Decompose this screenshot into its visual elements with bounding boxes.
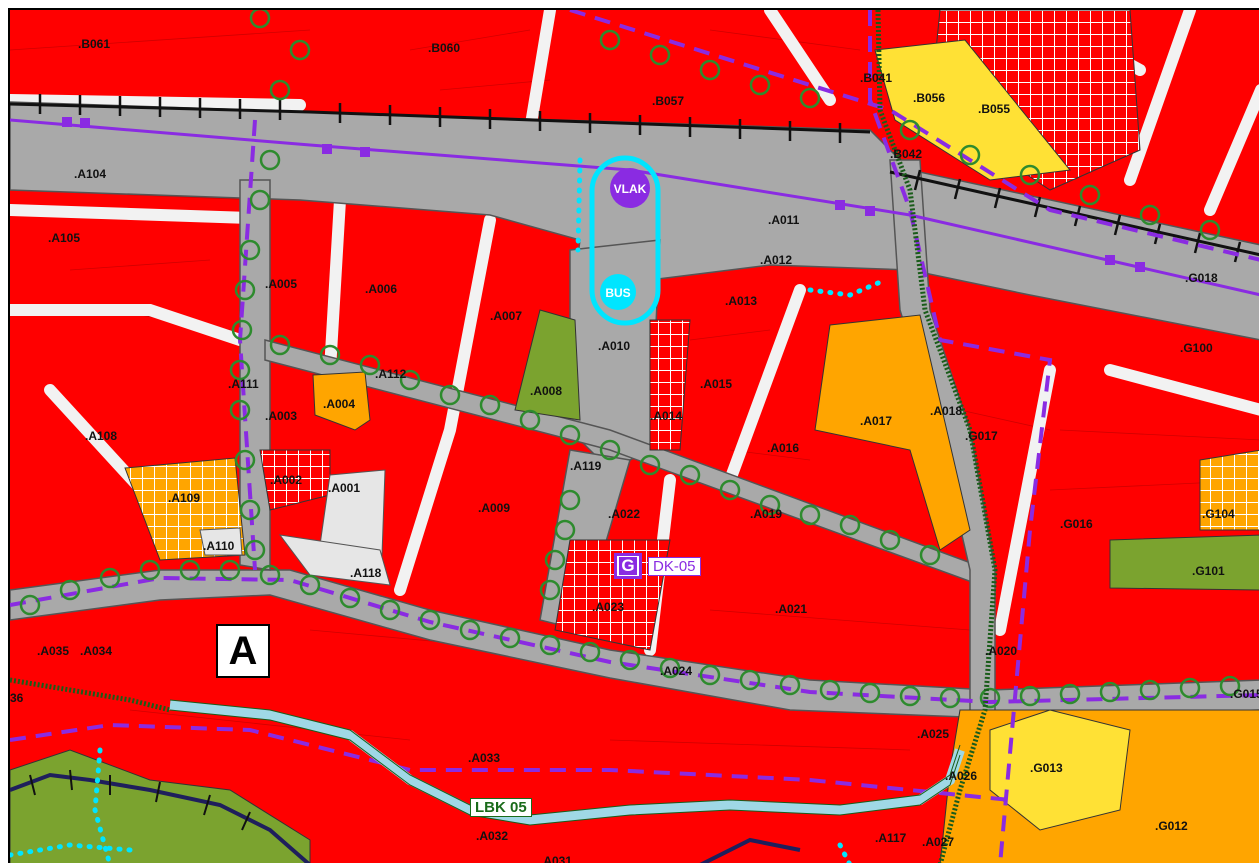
parcel-label: .B055 <box>978 102 1010 116</box>
parcel-label: .A008 <box>530 384 562 398</box>
parcel-label: .A014 <box>650 409 682 423</box>
parcel-label: .B041 <box>860 71 892 85</box>
parcel-label: .B042 <box>890 147 922 161</box>
parcel-label: .G104 <box>1202 507 1235 521</box>
zone-g101 <box>1109 534 1259 591</box>
parcel-label: .A013 <box>725 294 757 308</box>
zone-marker: A <box>216 624 270 678</box>
parcel-label: .G017 <box>965 429 998 443</box>
parcel-label: .B057 <box>652 94 684 108</box>
parcel-label: .G013 <box>1030 761 1063 775</box>
parcel-label: .A009 <box>478 501 510 515</box>
transit-hub-outline <box>589 155 661 326</box>
parcel-label: .A024 <box>660 664 692 678</box>
zone-a004 <box>312 371 371 431</box>
lbk-label: LBK 05 <box>470 798 532 817</box>
parcel-label: .A027 <box>922 835 954 849</box>
parcel-label: .A023 <box>592 600 624 614</box>
parcel-label: .A119 <box>570 459 602 473</box>
parcel-label: 36 <box>10 691 24 705</box>
lower-boundary <box>10 772 801 863</box>
parcel-label: .A016 <box>767 441 799 455</box>
map-svg: VLAK BUS .B061 .B060 .B057 .B041 .B056 .B055.… <box>10 10 1259 863</box>
parcel-label: .A118 <box>350 566 382 580</box>
train-station-marker[interactable]: VLAK <box>610 168 650 208</box>
parcel-label: .A011 <box>768 213 800 227</box>
lower-boundary-ticks <box>29 769 251 831</box>
parcel-label: .A007 <box>490 309 522 323</box>
parcel-label: .A004 <box>323 397 355 411</box>
parcel-labels: .B061 .B060 .B057 .B041 .B056 .B055 .B042 .A104… <box>10 37 1259 863</box>
parcel-label: .A105 <box>48 231 80 245</box>
dk-marker: G DK-05 <box>614 553 701 579</box>
lbk-corridor-edge <box>169 699 961 826</box>
parcel-label: .A108 <box>85 429 117 443</box>
parcel-label: .B060 <box>428 41 460 55</box>
zone-g104-hatched <box>1199 449 1259 531</box>
train-station-icon <box>610 168 650 208</box>
cyan-dotted-line <box>10 157 888 863</box>
parcel-label: .A002 <box>270 473 302 487</box>
parcel-label: .A112 <box>375 367 407 381</box>
parcel-label: .A005 <box>265 277 297 291</box>
parcel-label: .A012 <box>760 253 792 267</box>
parcel-label: .A003 <box>265 409 297 423</box>
parcel-label: .A034 <box>80 644 112 658</box>
parcel-label: .A110 <box>203 539 235 553</box>
bus-station-marker[interactable]: BUS <box>600 274 636 310</box>
parcel-label: .G016 <box>1060 517 1093 531</box>
parcel-label: .A006 <box>365 282 397 296</box>
train-line-markers <box>62 117 1145 272</box>
parcel-label: .A018 <box>930 404 962 418</box>
parcel-label: .G018 <box>1185 271 1218 285</box>
zone-b056 <box>874 39 1071 181</box>
parcel-label: .A020 <box>985 644 1017 658</box>
parcel-label: .A021 <box>775 602 807 616</box>
parcel-label: .A031 <box>540 854 572 863</box>
train-station-label: VLAK <box>614 182 647 196</box>
parcel-label: .A015 <box>700 377 732 391</box>
parcel-label: .B056 <box>913 91 945 105</box>
green-corridor <box>19 10 1241 709</box>
parcel-label: .G012 <box>1155 819 1188 833</box>
parcel-label: .A026 <box>945 769 977 783</box>
parcel-label: .A109 <box>168 491 200 505</box>
dk-label: DK-05 <box>648 556 701 576</box>
grey-zones <box>199 469 391 586</box>
zone-g013 <box>989 709 1131 831</box>
parcel-label: .A017 <box>860 414 892 428</box>
green-hatched-corridor <box>10 10 998 863</box>
parcel-label: .A001 <box>328 481 360 495</box>
bus-station-label: BUS <box>605 286 630 300</box>
zone-a008 <box>514 309 581 421</box>
parcel-label: .B061 <box>78 37 110 51</box>
parcel-label: .A019 <box>750 507 782 521</box>
parcel-label: .A111 <box>228 377 259 391</box>
parcel-label: .G101 <box>1192 564 1225 578</box>
map-canvas[interactable]: VLAK BUS .B061 .B060 .B057 .B041 .B056 .B055.… <box>8 8 1259 863</box>
bus-station-icon <box>600 274 636 310</box>
lbk-corridor <box>169 700 965 826</box>
parcel-label: .A033 <box>468 751 500 765</box>
parcel-label: .A035 <box>37 644 69 658</box>
parcel-label: .A025 <box>917 727 949 741</box>
yellow-zones <box>874 39 1131 831</box>
parcel-label: .A117 <box>875 831 907 845</box>
parcel-label: .A032 <box>476 829 508 843</box>
parcel-label: .A022 <box>608 507 640 521</box>
zone-a017 <box>814 314 971 551</box>
parcel-label: .A010 <box>598 339 630 353</box>
parcel-label: .A104 <box>74 167 106 181</box>
parcel-label: .G015 <box>1230 687 1259 701</box>
g-badge: G <box>614 553 642 579</box>
parcel-label: .G100 <box>1180 341 1213 355</box>
